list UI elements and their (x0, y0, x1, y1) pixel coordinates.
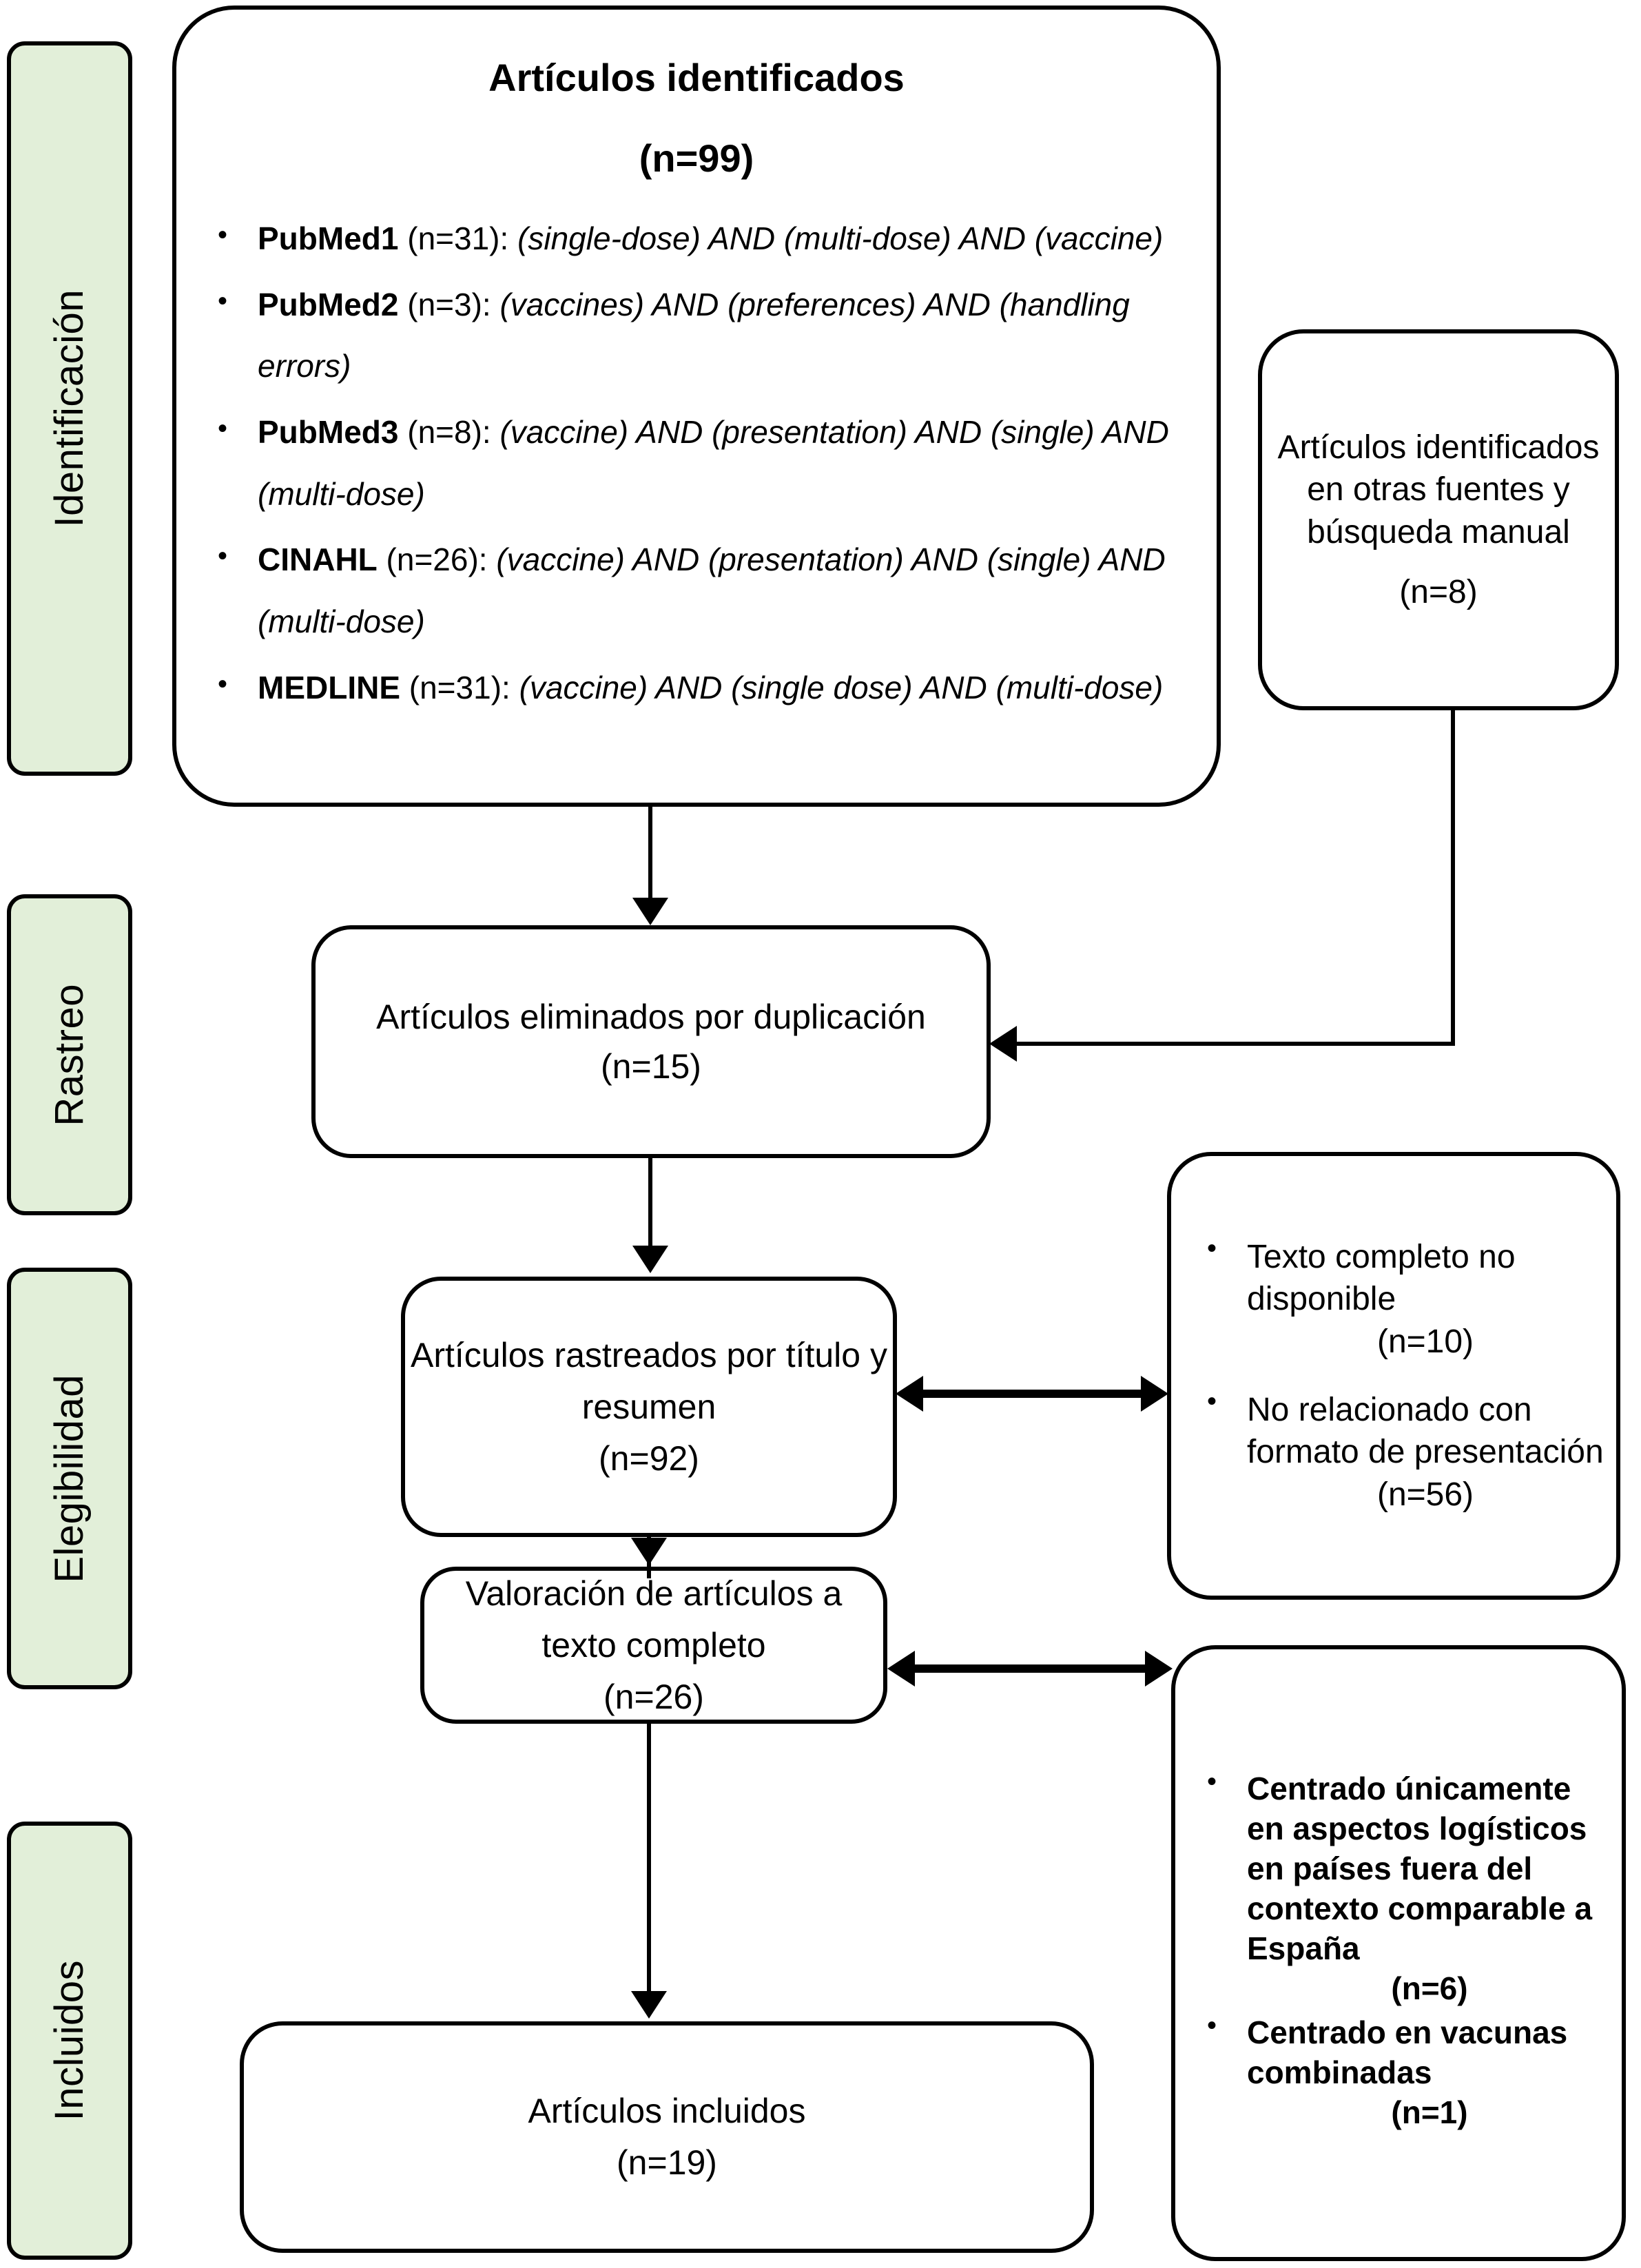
exclusion-count: (n=56) (1376, 1476, 1474, 1513)
fulltext-exclusions-list: Centrado únicamente en aspectos logístic… (1175, 1766, 1622, 2137)
list-item: Centrado en vacunas combinadas (n=1) (1207, 2010, 1612, 2133)
identification-count: (n=99) (639, 136, 754, 180)
stage-label-text: Incluidos (47, 1960, 92, 2121)
connector-fulltext-to-exclusions (914, 1664, 1146, 1673)
identification-title: Artículos identificados (488, 56, 905, 99)
connector-other-sources-vertical (1451, 710, 1455, 1046)
source-query: (single-dose) AND (multi-dose) AND (vacc… (517, 220, 1164, 256)
exclusion-count: (n=1) (1391, 2094, 1468, 2130)
arrowhead-down (632, 1246, 668, 1273)
duplicates-removed-box: Artículos eliminados por duplicación (n=… (311, 925, 991, 1158)
connector-identification-to-duplicates (648, 807, 652, 900)
identification-box: Artículos identificados (n=99) PubMed1 (… (172, 6, 1221, 807)
stage-label-text: Identificación (47, 289, 92, 528)
list-item: PubMed3 (n=8): (vaccine) AND (presentati… (218, 402, 1175, 525)
connector-screening-to-exclusions (922, 1390, 1142, 1398)
duplicates-count: (n=15) (601, 1047, 701, 1086)
source-count: (n=3): (407, 286, 491, 322)
stage-label-rastreo: Rastreo (7, 894, 132, 1215)
screening-exclusions-box: Texto completo no disponible (n=10) No r… (1167, 1152, 1620, 1600)
source-query: (vaccine) AND (presentation) AND (single… (258, 542, 1166, 640)
connector-duplicates-to-screening (648, 1158, 652, 1248)
screening-text: Artículos rastreados por título y resume… (411, 1335, 887, 1426)
list-item: CINAHL (n=26): (vaccine) AND (presentati… (218, 529, 1175, 652)
source-name: MEDLINE (258, 669, 400, 705)
stage-label-elegibilidad: Elegibilidad (7, 1268, 132, 1689)
arrowhead-down (632, 898, 668, 925)
stage-label-text: Rastreo (47, 983, 92, 1126)
other-sources-text: Artículos identificados en otras fuentes… (1277, 429, 1600, 550)
arrowhead-down (631, 1991, 667, 2019)
source-name: PubMed2 (258, 286, 399, 322)
exclusion-count: (n=10) (1376, 1323, 1474, 1360)
identification-source-list: PubMed1 (n=31): (single-dose) AND (multi… (176, 208, 1217, 723)
list-item: MEDLINE (n=31): (vaccine) AND (single do… (218, 657, 1175, 719)
screening-exclusions-list: Texto completo no disponible (n=10) No r… (1171, 1233, 1616, 1516)
exclusion-reason: No relacionado con formato de presentaci… (1247, 1392, 1604, 1471)
arrowhead-down (631, 1538, 667, 1565)
fulltext-count: (n=26) (603, 1677, 704, 1716)
list-item: No relacionado con formato de presentaci… (1207, 1386, 1604, 1516)
source-query: (vaccines) AND (preferences) AND (handli… (258, 286, 1130, 384)
screening-box: Artículos rastreados por título y resume… (401, 1277, 897, 1537)
exclusion-count: (n=6) (1391, 1970, 1468, 2006)
source-query: (vaccine) AND (presentation) AND (single… (258, 414, 1169, 512)
exclusion-reason: Texto completo no disponible (1247, 1238, 1516, 1318)
connector-fulltext-to-included (647, 1724, 651, 1992)
source-count: (n=31): (409, 669, 510, 705)
source-name: PubMed1 (258, 220, 399, 256)
fulltext-assessment-box: Valoración de artículos a texto completo… (420, 1567, 887, 1724)
included-text: Artículos incluidos (528, 2092, 806, 2130)
list-item: PubMed1 (n=31): (single-dose) AND (multi… (218, 208, 1175, 270)
other-sources-box: Artículos identificados en otras fuentes… (1258, 329, 1619, 710)
included-box: Artículos incluidos (n=19) (240, 2021, 1094, 2253)
arrowhead-right (1145, 1651, 1173, 1687)
source-query: (vaccine) AND (single dose) AND (multi-d… (519, 669, 1164, 705)
fulltext-text: Valoración de artículos a texto completo (465, 1574, 843, 1664)
stage-label-identificacion: Identificación (7, 41, 132, 776)
arrowhead-left (989, 1026, 1017, 1062)
source-name: CINAHL (258, 542, 378, 578)
stage-label-text: Elegibilidad (47, 1374, 92, 1583)
source-count: (n=26): (386, 542, 488, 578)
list-item: Texto completo no disponible (n=10) (1207, 1233, 1604, 1363)
arrowhead-right (1141, 1376, 1168, 1412)
fulltext-exclusions-box: Centrado únicamente en aspectos logístic… (1171, 1645, 1626, 2261)
source-name: PubMed3 (258, 414, 399, 451)
source-count: (n=31): (407, 220, 509, 256)
connector-other-sources-horizontal (1015, 1042, 1455, 1046)
arrowhead-left (887, 1651, 915, 1687)
source-count: (n=8): (407, 414, 491, 451)
exclusion-reason: Centrado en vacunas combinadas (1247, 2014, 1568, 2090)
screening-count: (n=92) (599, 1439, 699, 1478)
list-item: Centrado únicamente en aspectos logístic… (1207, 1766, 1612, 2009)
list-item: PubMed2 (n=3): (vaccines) AND (preferenc… (218, 274, 1175, 398)
stage-label-incluidos: Incluidos (7, 1822, 132, 2260)
duplicates-text: Artículos eliminados por duplicación (376, 997, 926, 1036)
other-sources-count: (n=8) (1399, 573, 1478, 610)
exclusion-reason: Centrado únicamente en aspectos logístic… (1247, 1771, 1593, 1967)
included-count: (n=19) (617, 2143, 717, 2182)
arrowhead-left (896, 1376, 923, 1412)
